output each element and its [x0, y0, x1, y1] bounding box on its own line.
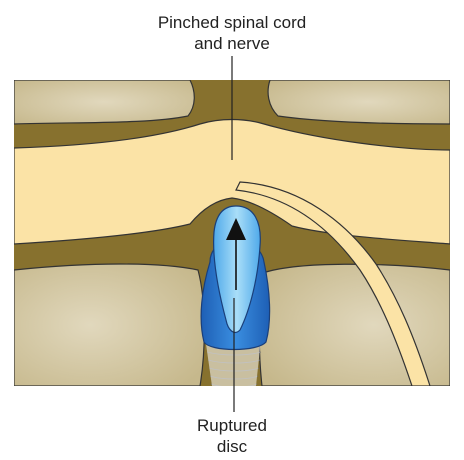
- top-label-line1: Pinched spinal cord: [0, 12, 464, 33]
- upper-left-vertebra: [14, 80, 194, 124]
- top-label-line2: and nerve: [0, 33, 464, 54]
- bottom-label-line1: Ruptured: [0, 415, 464, 436]
- lower-left-vertebra: [14, 264, 204, 386]
- top-label: Pinched spinal cord and nerve: [0, 12, 464, 54]
- bottom-label: Ruptured disc: [0, 415, 464, 457]
- upper-right-vertebra: [268, 80, 450, 124]
- bottom-label-line2: disc: [0, 436, 464, 457]
